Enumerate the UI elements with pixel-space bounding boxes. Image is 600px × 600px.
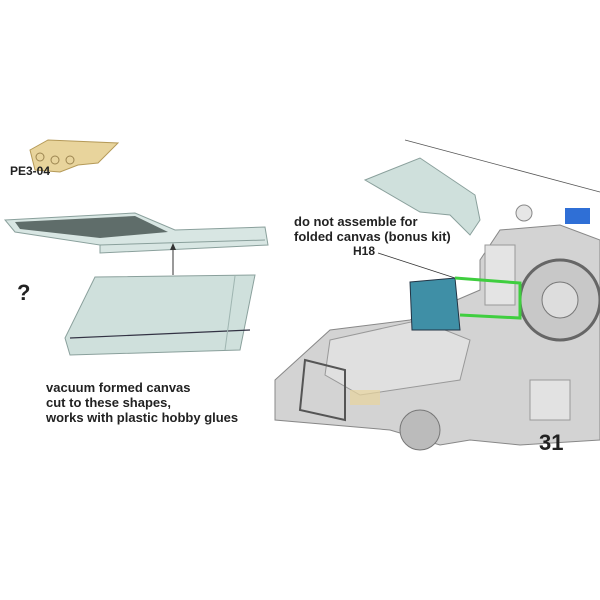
photo-etch-part bbox=[29, 139, 120, 173]
canvas-note-line: works with plastic hobby glues bbox=[46, 410, 239, 425]
h18-leader bbox=[377, 252, 456, 279]
part-label-pe3-04: PE3-04 bbox=[10, 164, 51, 178]
assembly-note: do not assemble for folded canvas (bonus… bbox=[294, 214, 451, 244]
canvas-roof-panel bbox=[3, 212, 269, 254]
canvas-side-panel bbox=[64, 274, 256, 356]
assembly-note-line: folded canvas (bonus kit) bbox=[294, 229, 451, 244]
windshield bbox=[409, 277, 461, 331]
canvas-note: vacuum formed canvas cut to these shapes… bbox=[46, 380, 238, 425]
part-label-h18: H18 bbox=[353, 244, 376, 258]
vehicle-model bbox=[274, 204, 600, 451]
fit-arrow bbox=[170, 243, 176, 275]
leader-line bbox=[404, 139, 600, 193]
question-mark: ? bbox=[17, 280, 31, 305]
h18-highlight bbox=[454, 276, 522, 320]
canvas-note-line: cut to these shapes, bbox=[46, 395, 171, 410]
step-number: 31 bbox=[539, 430, 564, 455]
folded-canvas-canopy bbox=[363, 157, 481, 236]
canvas-note-line: vacuum formed canvas bbox=[46, 380, 191, 395]
blue-accessory bbox=[565, 208, 590, 224]
assembly-note-line: do not assemble for bbox=[294, 214, 418, 229]
